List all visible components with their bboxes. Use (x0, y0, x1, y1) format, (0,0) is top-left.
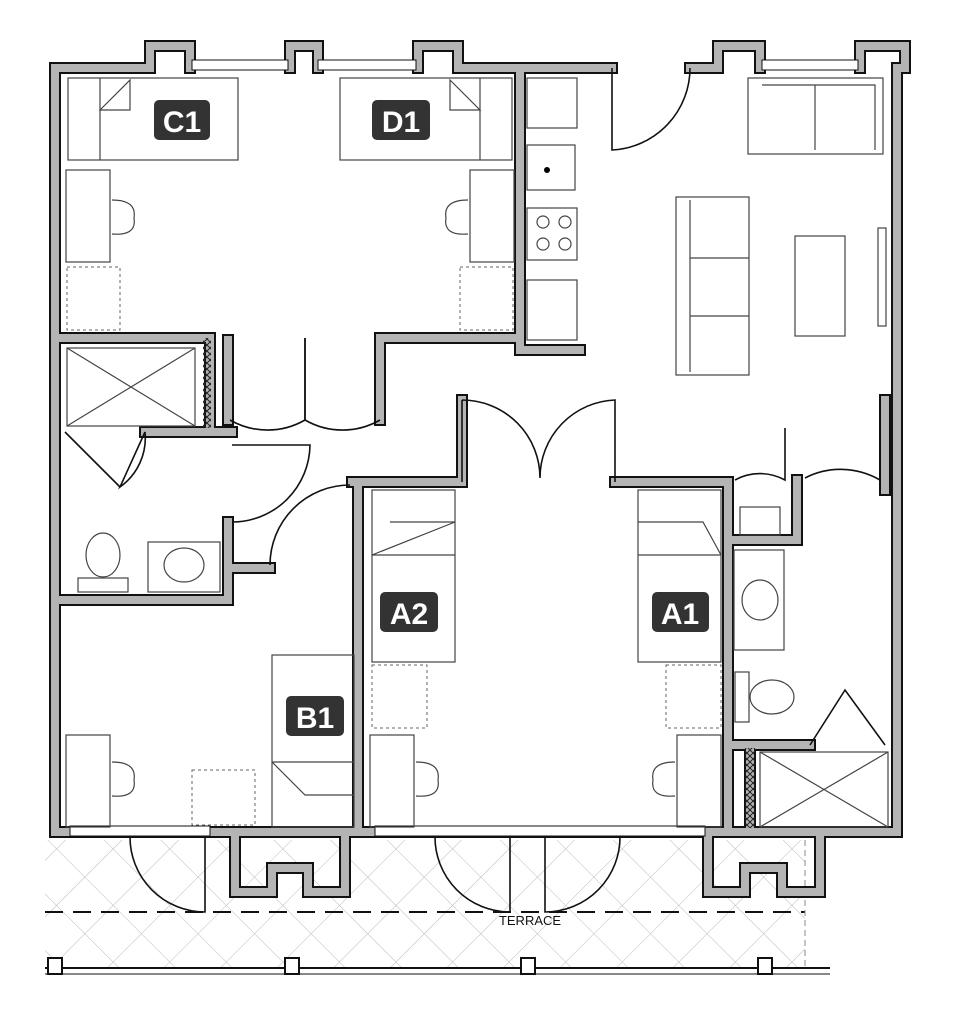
svg-text:C1: C1 (163, 106, 201, 139)
svg-text:D1: D1 (382, 106, 420, 139)
walls (49, 40, 911, 898)
svg-text:A1: A1 (661, 598, 699, 631)
furniture (65, 77, 889, 828)
svg-text:B1: B1 (296, 702, 334, 735)
room-label-c1: C1 (154, 100, 210, 140)
terrace-label: TERRACE (499, 913, 561, 928)
doors (64, 67, 886, 913)
room-label-b1: B1 (286, 696, 344, 736)
room-label-d1: D1 (372, 100, 430, 140)
svg-text:A2: A2 (390, 598, 428, 631)
room-label-a2: A2 (380, 592, 438, 632)
room-label-a1: A1 (652, 592, 709, 632)
